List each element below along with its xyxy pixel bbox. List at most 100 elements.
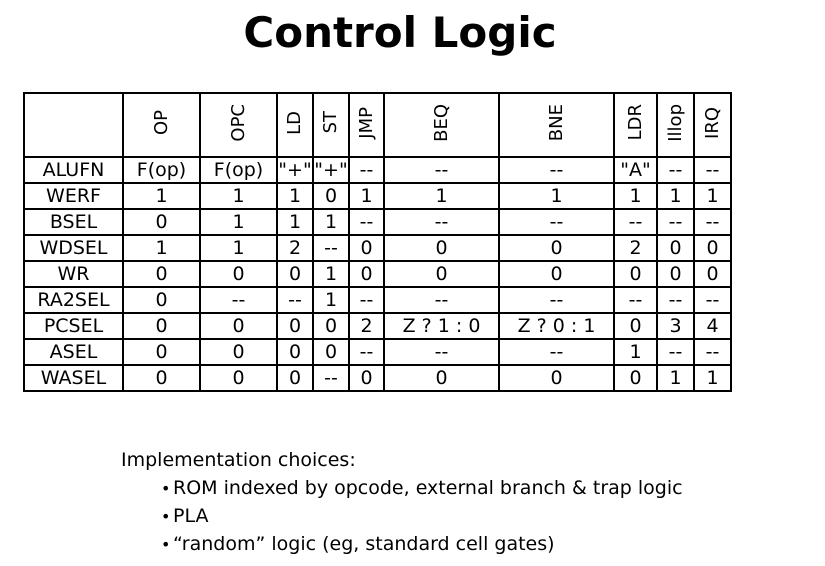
table-cell: 0	[276, 312, 314, 340]
column-header-ld: LD	[276, 92, 314, 158]
table-cell: 0	[276, 338, 314, 366]
table-cell: --	[693, 286, 732, 314]
table-cell: 1	[312, 286, 350, 314]
table-cell: 1	[656, 182, 695, 210]
table-cell: --	[383, 286, 500, 314]
implementation-item-text: “random” logic (eg, standard cell gates)	[173, 533, 555, 555]
table-cell: 0	[199, 364, 278, 392]
table-cell: --	[312, 364, 350, 392]
table-cell: 0	[656, 260, 695, 288]
bullet-icon: •	[161, 479, 171, 498]
column-header-label: LDR	[624, 104, 646, 141]
implementation-item-text: ROM indexed by opcode, external branch &…	[173, 477, 683, 499]
table-cell: 1	[199, 234, 278, 262]
table-cell: --	[693, 208, 732, 236]
table-cell: --	[383, 208, 500, 236]
table-cell: 1	[348, 182, 385, 210]
table-cell: 1	[122, 182, 201, 210]
table-cell: 0	[199, 338, 278, 366]
table-cell: 1	[656, 364, 695, 392]
table-cell: 0	[613, 260, 658, 288]
table-cell: 0	[383, 364, 500, 392]
column-header-beq: BEQ	[383, 92, 500, 158]
column-header-label: JMP	[355, 106, 377, 139]
table-cell: --	[613, 286, 658, 314]
table-cell: --	[348, 208, 385, 236]
row-label: BSEL	[23, 208, 124, 236]
implementation-list: •ROM indexed by opcode, external branch …	[121, 474, 683, 558]
table-cell: 0	[383, 234, 500, 262]
table-cell: --	[498, 338, 615, 366]
table-cell: --	[693, 338, 732, 366]
implementation-item: •“random” logic (eg, standard cell gates…	[161, 530, 683, 558]
row-label: WR	[23, 260, 124, 288]
table-cell: Z ? 1 : 0	[383, 312, 500, 340]
table-cell: --	[656, 286, 695, 314]
table-cell: --	[498, 156, 615, 184]
table-cell: --	[498, 286, 615, 314]
table-cell: 0	[693, 260, 732, 288]
table-cell: 0	[498, 260, 615, 288]
table-cell: 0	[498, 234, 615, 262]
table-cell: 1	[693, 182, 732, 210]
column-header-op: OP	[122, 92, 201, 158]
table-cell: 0	[122, 286, 201, 314]
table-cell: --	[383, 156, 500, 184]
table-cell: 4	[693, 312, 732, 340]
table-cell: 2	[276, 234, 314, 262]
column-header-ldr: LDR	[613, 92, 658, 158]
table-cell: "A"	[613, 156, 658, 184]
table-cell: --	[656, 208, 695, 236]
table-cell: --	[348, 286, 385, 314]
table-cell: 1	[693, 364, 732, 392]
table-cell: F(op)	[122, 156, 201, 184]
table-cell: 1	[199, 208, 278, 236]
table-cell: --	[693, 156, 732, 184]
table-cell: "+"	[312, 156, 350, 184]
table-cell: --	[199, 286, 278, 314]
implementation-item: •PLA	[161, 502, 683, 530]
column-header-bne: BNE	[498, 92, 615, 158]
column-header-label: BEQ	[430, 103, 452, 142]
column-header-label: IRQ	[701, 106, 723, 139]
table-corner-cell	[23, 92, 124, 158]
column-header-label: BNE	[545, 103, 567, 142]
table-cell: 0	[122, 312, 201, 340]
column-header-label: Illop	[664, 103, 686, 142]
table-cell: 0	[312, 182, 350, 210]
table-cell: 0	[122, 208, 201, 236]
row-label: WASEL	[23, 364, 124, 392]
table-cell: 0	[199, 260, 278, 288]
table-cell: Z ? 0 : 1	[498, 312, 615, 340]
column-header-jmp: JMP	[348, 92, 385, 158]
table-cell: 0	[613, 364, 658, 392]
table-cell: 1	[199, 182, 278, 210]
table-cell: 0	[348, 234, 385, 262]
bullet-icon: •	[161, 535, 171, 554]
table-cell: 1	[613, 182, 658, 210]
table-cell: 0	[276, 364, 314, 392]
row-label: RA2SEL	[23, 286, 124, 314]
table-cell: 0	[199, 312, 278, 340]
column-header-st: ST	[312, 92, 350, 158]
table-cell: --	[383, 338, 500, 366]
column-header-label: OP	[150, 109, 172, 136]
table-cell: 0	[693, 234, 732, 262]
implementation-item: •ROM indexed by opcode, external branch …	[161, 474, 683, 502]
table-cell: 0	[498, 364, 615, 392]
table-cell: 0	[312, 312, 350, 340]
table-cell: "+"	[276, 156, 314, 184]
implementation-heading: Implementation choices:	[121, 449, 356, 471]
table-cell: --	[656, 338, 695, 366]
table-cell: --	[276, 286, 314, 314]
table-cell: 1	[613, 338, 658, 366]
table-cell: 0	[656, 234, 695, 262]
